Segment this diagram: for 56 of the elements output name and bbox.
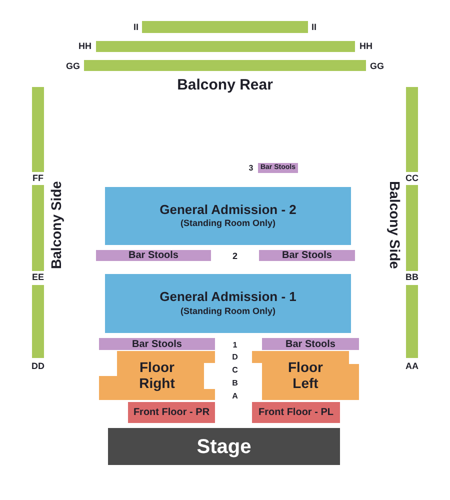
seating-section (99, 351, 215, 400)
row-label: FF (32, 173, 44, 183)
seating-section (96, 250, 211, 261)
row-label: II (134, 22, 138, 32)
seating-section (252, 402, 340, 423)
seating-row-bar (406, 87, 418, 172)
seating-section (258, 163, 298, 173)
seating-section (252, 351, 359, 400)
section-name: Bar Stools (282, 250, 332, 261)
area-label: Balcony Side (48, 181, 64, 269)
row-label: HH (78, 41, 92, 51)
seating-row-bar (32, 185, 44, 271)
stage-area (108, 428, 340, 465)
row-label: 3 (248, 164, 254, 172)
seating-section (128, 402, 215, 423)
row-label: 1 (232, 340, 238, 350)
seating-row-bar (84, 60, 366, 71)
seating-section (105, 187, 351, 245)
section-name: Floor Left (287, 360, 324, 391)
section-name: Front Floor - PR (133, 407, 210, 418)
section-name: Front Floor - PL (258, 407, 334, 418)
row-label: GG (66, 61, 80, 71)
area-label: Balcony Rear (177, 76, 273, 94)
seating-row-bar (142, 21, 308, 33)
section-name: Floor Right (138, 360, 176, 391)
seating-row-bar (96, 41, 355, 52)
row-label: D (232, 352, 238, 362)
section-name: Bar Stools (285, 338, 336, 350)
seating-row-bar (32, 87, 44, 172)
row-label: II (312, 22, 316, 32)
row-label: DD (32, 361, 44, 371)
seating-section (99, 338, 215, 350)
row-label: B (232, 378, 238, 388)
section-name: General Admission - 1 (160, 290, 296, 305)
row-label: A (232, 392, 238, 400)
area-label: Balcony Side (387, 181, 403, 269)
section-name: Bar Stools (132, 338, 182, 350)
row-label: HH (360, 41, 372, 51)
seating-row-bar (406, 285, 418, 358)
seating-section (105, 274, 351, 333)
seating-row-bar (32, 285, 44, 358)
row-label: AA (406, 361, 418, 371)
row-label: BB (406, 272, 418, 282)
section-name: Bar Stools (128, 250, 178, 261)
section-note: (Standing Room Only) (180, 306, 276, 317)
section-name: General Admission - 2 (160, 202, 296, 218)
seating-section (259, 250, 355, 261)
row-label: EE (32, 272, 44, 282)
seating-row-bar (406, 185, 418, 271)
row-label: 2 (232, 251, 238, 261)
section-name: Stage (196, 436, 252, 458)
seating-section (262, 338, 359, 350)
row-label: C (232, 366, 238, 374)
section-note: (Standing Room Only) (180, 219, 276, 230)
row-label: GG (370, 61, 384, 71)
row-label: CC (406, 173, 418, 183)
